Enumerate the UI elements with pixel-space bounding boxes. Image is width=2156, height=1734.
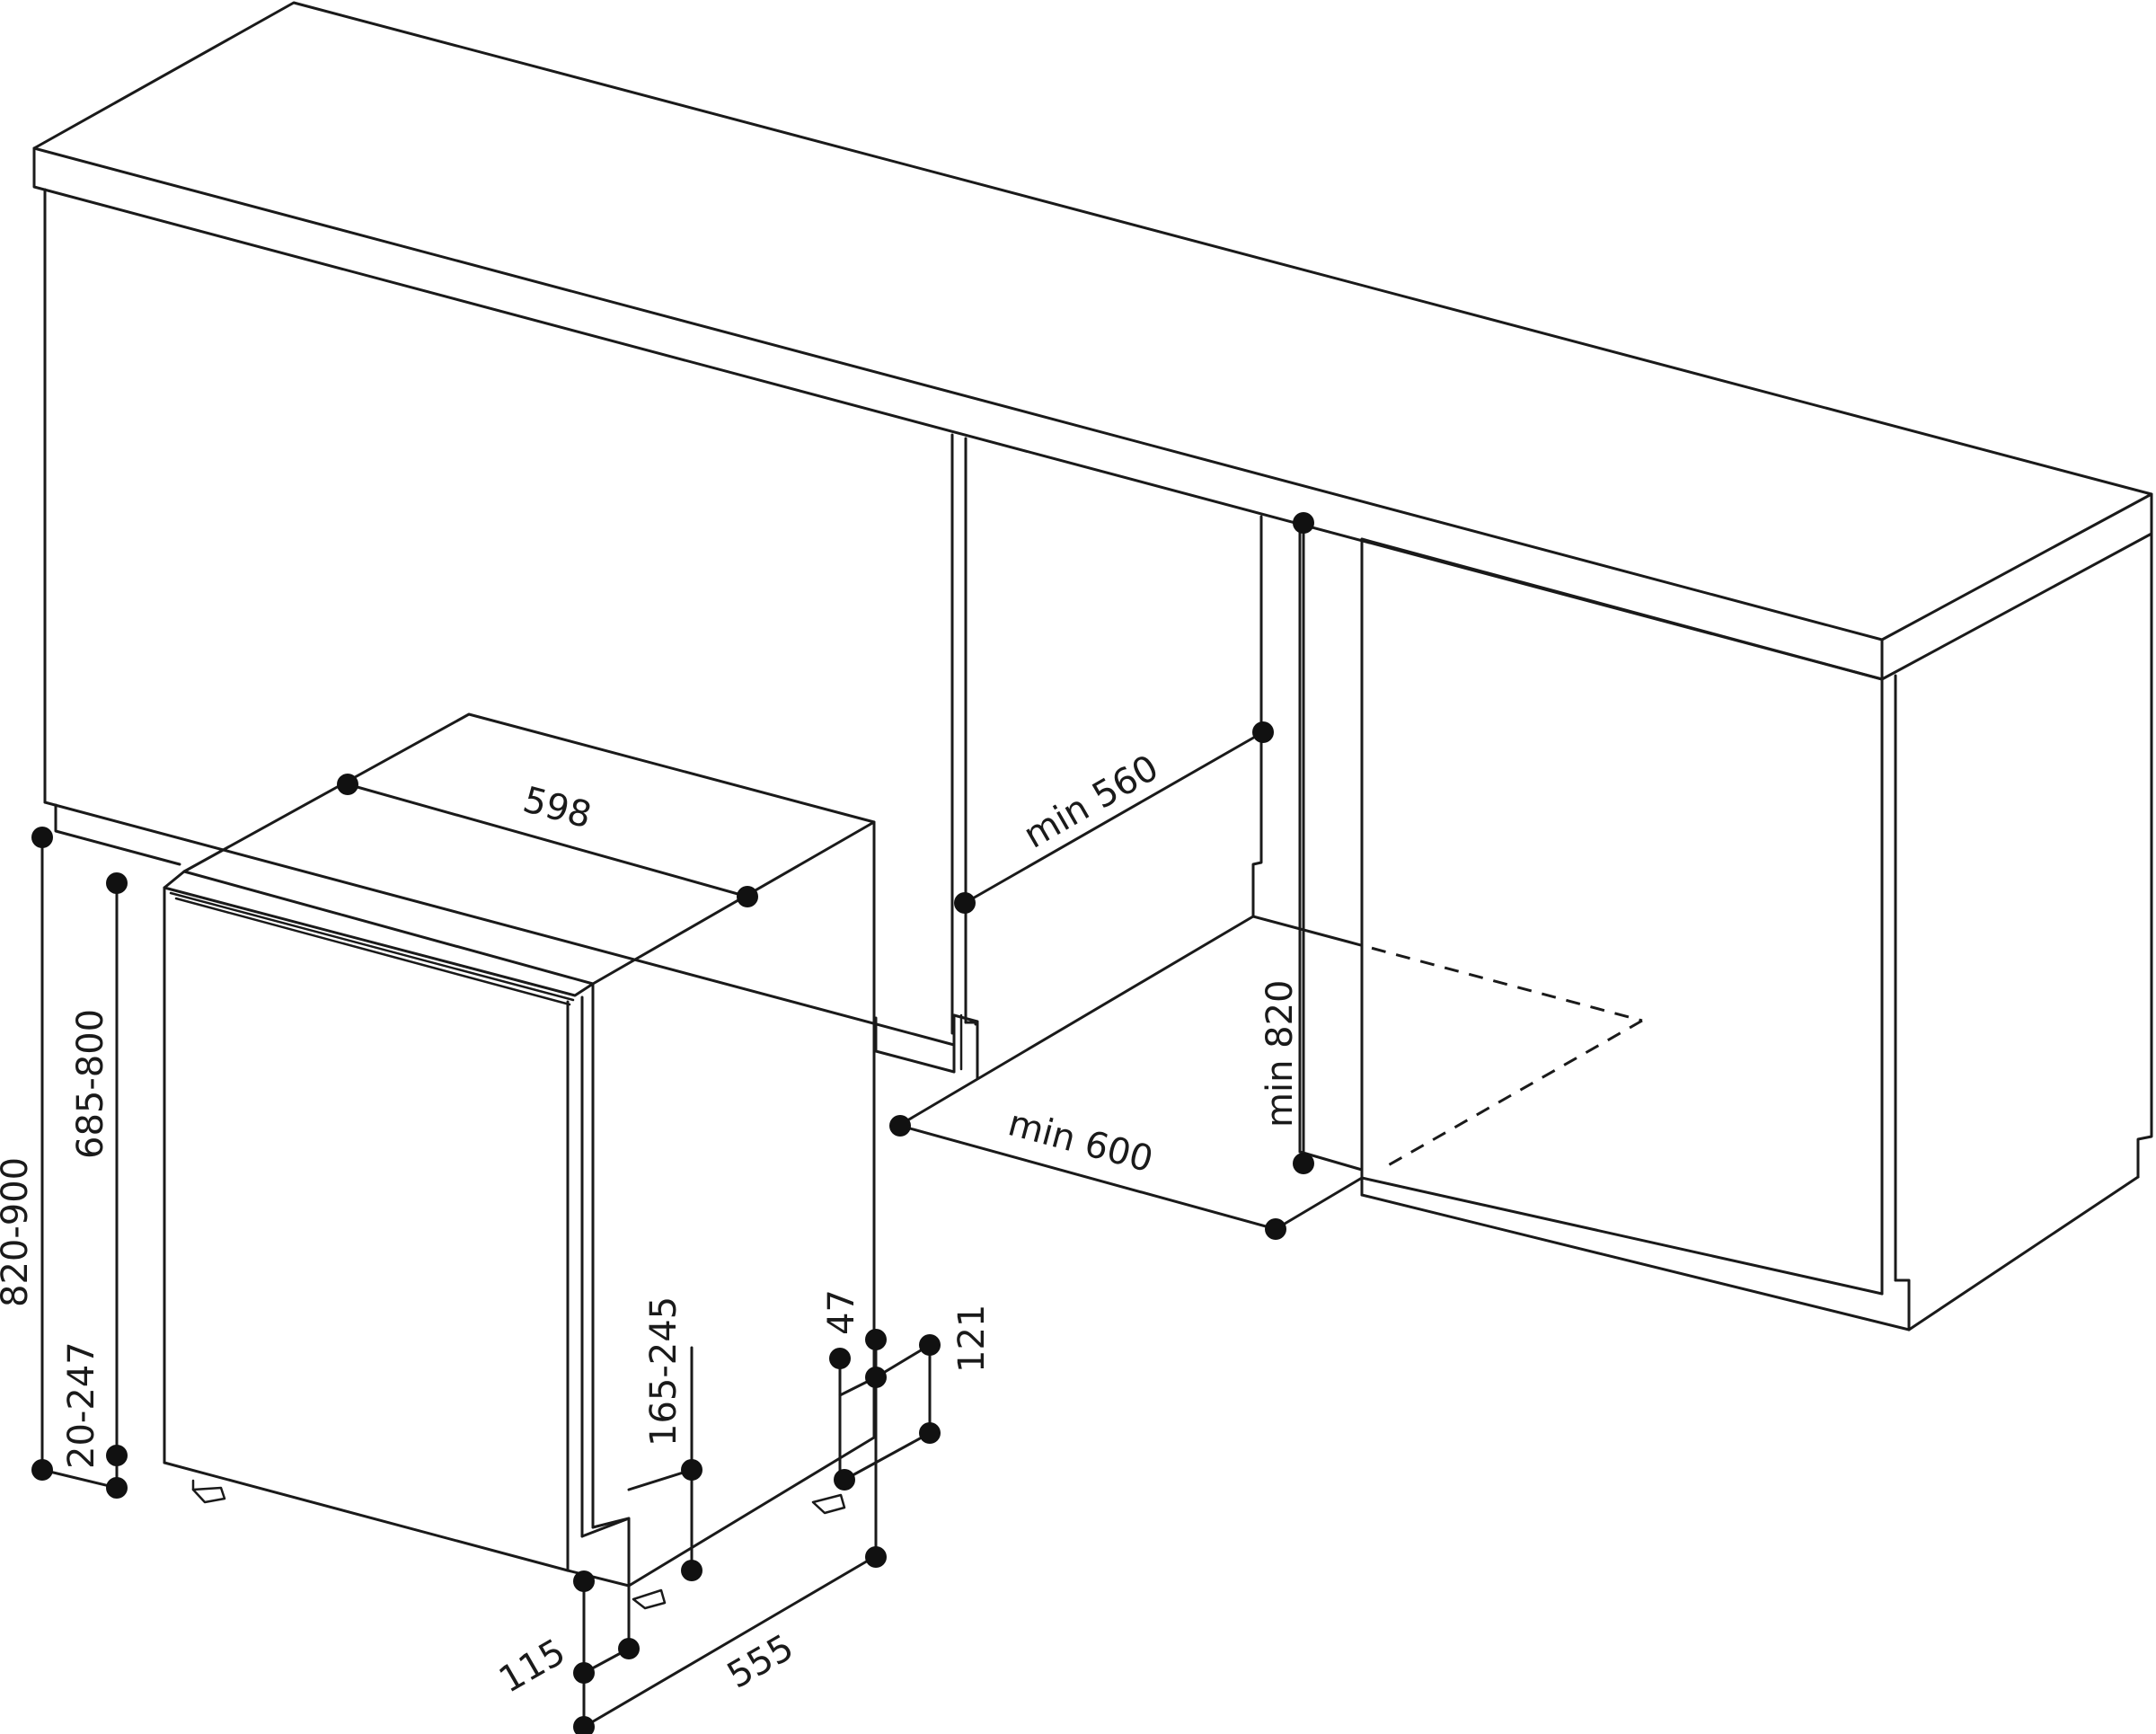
door-gap-label: 165-245 xyxy=(643,1296,685,1446)
dim-dot xyxy=(834,1469,855,1491)
left-cabinet xyxy=(43,188,979,1074)
dim-dot xyxy=(889,1115,911,1137)
dim-dot xyxy=(1265,1218,1286,1240)
dim-dot xyxy=(681,1560,702,1581)
dim-dot xyxy=(618,1638,640,1659)
depth-label: 555 xyxy=(720,1627,800,1697)
plinth-height-label: 121 xyxy=(951,1305,993,1373)
width-label: 598 xyxy=(518,779,596,836)
dimension-labels: 598 min 560 min 600 min 820 820-900 685-… xyxy=(0,748,1301,1702)
dim-dot xyxy=(337,774,358,795)
dim-dot xyxy=(106,1477,128,1499)
body-height-label: 685-800 xyxy=(70,1009,111,1159)
dim-dot xyxy=(31,1459,53,1481)
dim-dot xyxy=(106,1445,128,1466)
niche-opening xyxy=(897,515,1643,1172)
dim-dot xyxy=(573,1662,595,1684)
total-height-label: 820-900 xyxy=(0,1157,36,1307)
dim-dot xyxy=(106,872,128,894)
dishwasher xyxy=(163,712,876,1610)
dim-dot xyxy=(681,1459,702,1481)
dim-dot xyxy=(31,827,53,848)
dimension-dots xyxy=(31,512,1314,1734)
niche-left-wall xyxy=(950,433,979,1080)
dim-dot xyxy=(1293,512,1314,534)
dim-dot xyxy=(919,1334,941,1356)
right-cabinet xyxy=(1360,532,2153,1331)
front-foot-right xyxy=(632,1588,667,1610)
front-foot-left xyxy=(191,1479,226,1504)
dim-dot xyxy=(865,1367,887,1388)
min-depth-label: min 600 xyxy=(1003,1102,1157,1181)
plinth-depth-label: 47 xyxy=(821,1289,862,1335)
dim-dot xyxy=(919,1422,941,1444)
dimension-lines xyxy=(40,521,1364,1729)
dim-dot xyxy=(1252,721,1274,743)
min-height-label: min 820 xyxy=(1259,980,1301,1128)
dim-dot xyxy=(1293,1153,1314,1174)
countertop xyxy=(32,1,2153,681)
rear-foot xyxy=(811,1493,846,1515)
dim-dot xyxy=(865,1546,887,1568)
dim-dot xyxy=(737,886,758,907)
dim-dot xyxy=(573,1570,595,1592)
dim-dot xyxy=(829,1348,851,1369)
foot-offset-label: 115 xyxy=(492,1632,572,1702)
dim-dot xyxy=(573,1716,595,1734)
dim-dot xyxy=(954,892,976,914)
foot-adjust-label: 20-247 xyxy=(61,1341,102,1469)
dim-dot xyxy=(865,1329,887,1350)
